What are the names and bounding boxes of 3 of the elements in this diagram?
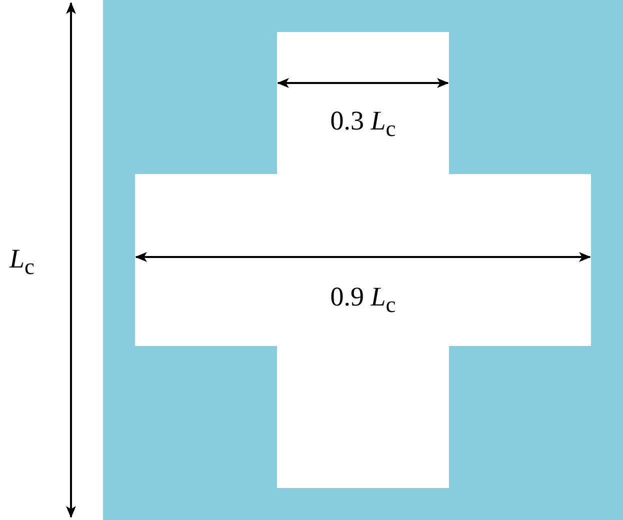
dimension-label: L$_{c}$ [9,246,35,278]
dimension-label: 0.3 L$_{c}$ [330,108,396,140]
dimension-label: 0.9 L$_{c}$ [330,284,396,316]
